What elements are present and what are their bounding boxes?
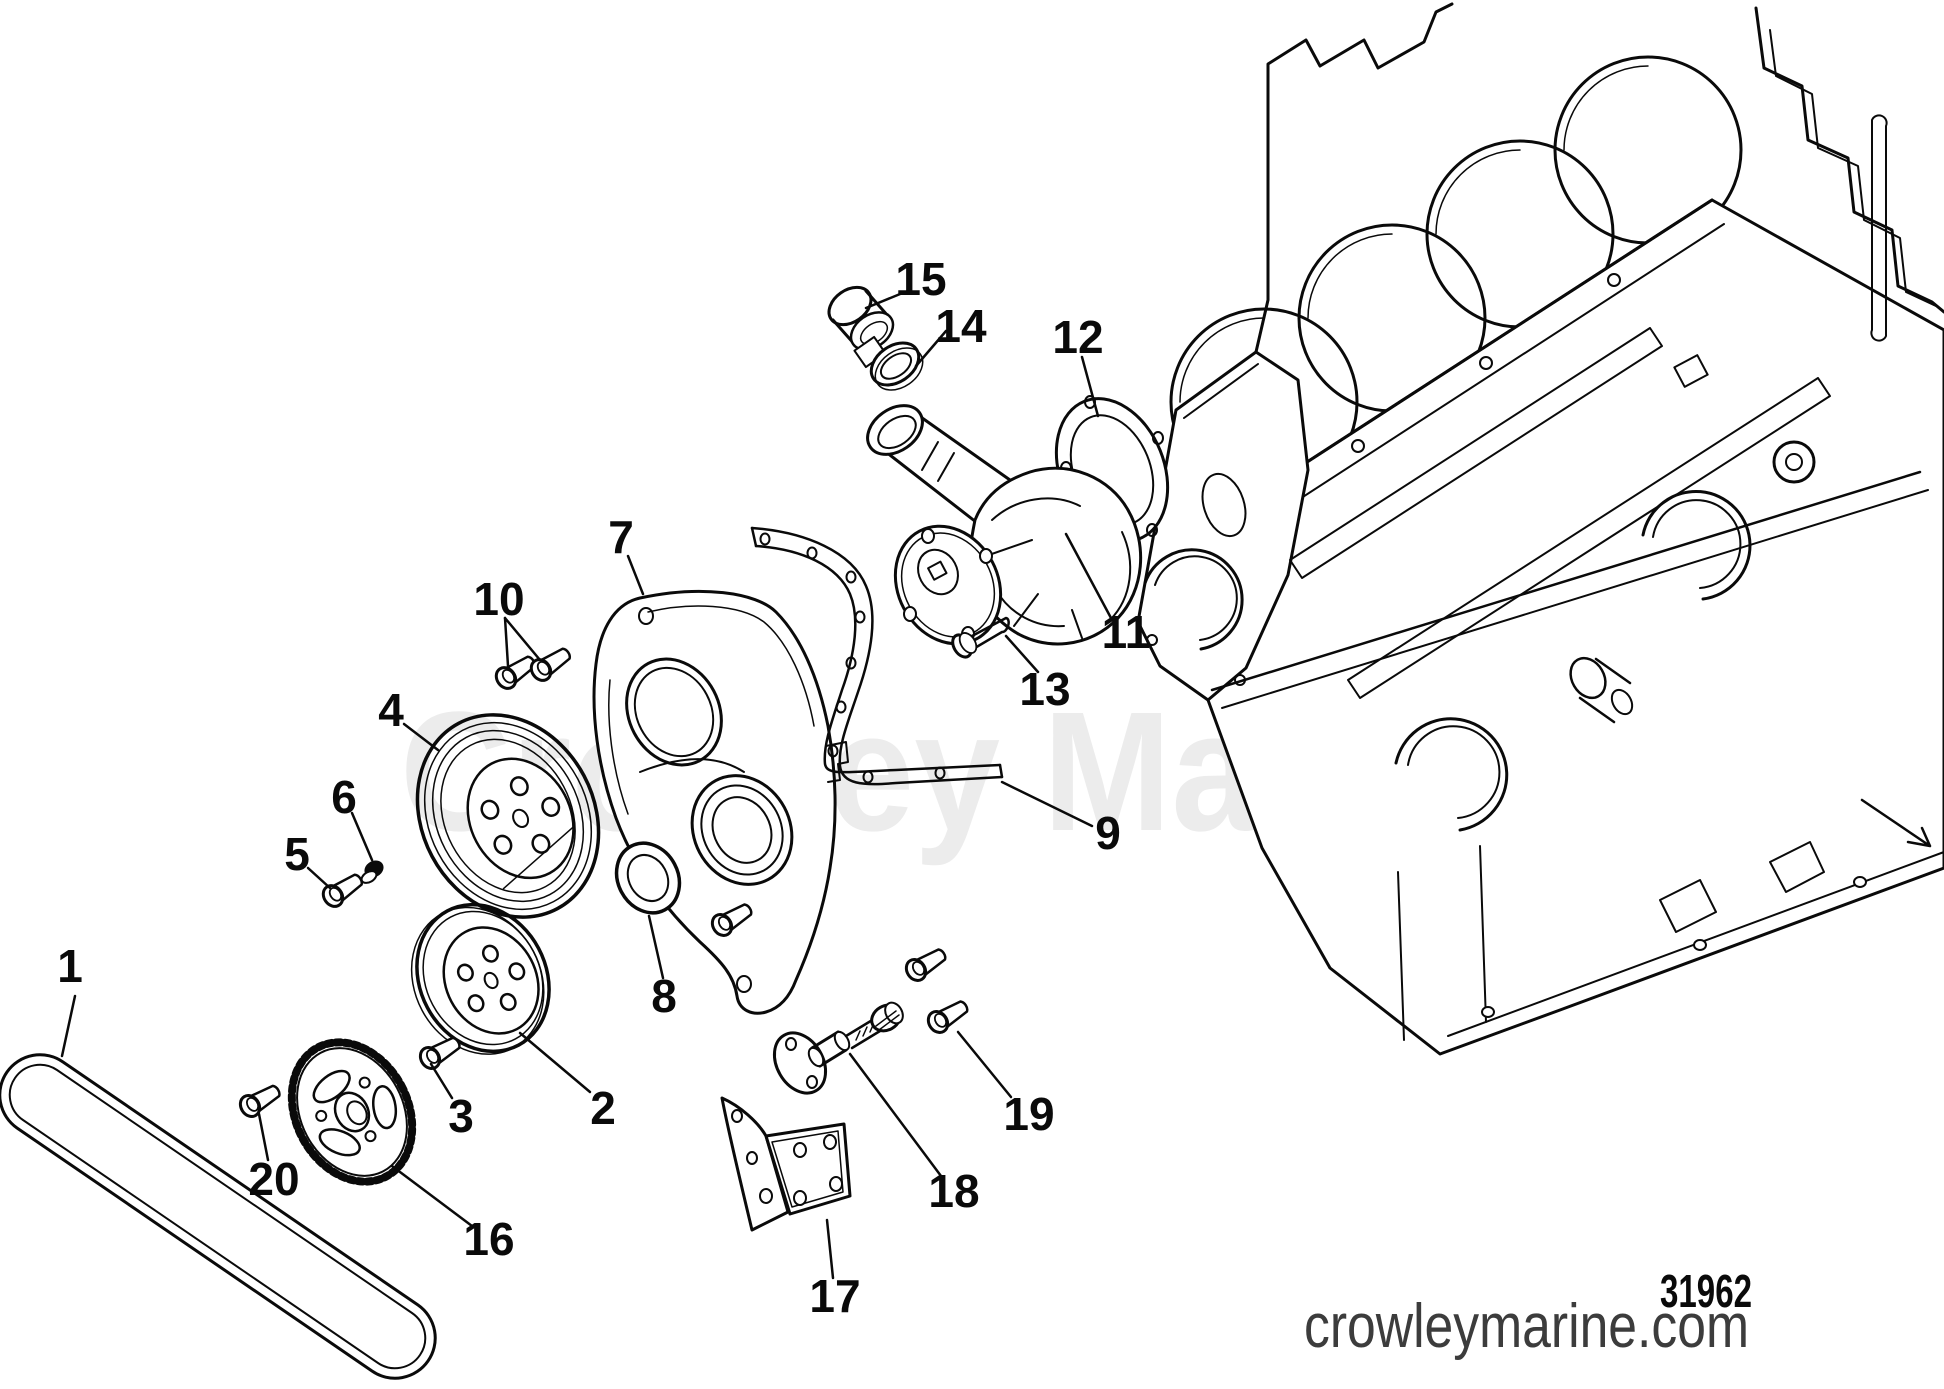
leader-line-16 (390, 1164, 474, 1228)
mounting-bracket (720, 1096, 852, 1232)
bolt-19a (900, 941, 951, 986)
callout-18[interactable]: 18 (928, 1165, 979, 1217)
callout-8[interactable]: 8 (651, 970, 677, 1022)
leader-line-17 (825, 1218, 835, 1280)
leader-line-7 (626, 554, 645, 596)
camshaft-sprocket (287, 1038, 417, 1186)
leader-line-8 (647, 914, 665, 980)
callout-19[interactable]: 19 (1003, 1088, 1054, 1140)
callout-9[interactable]: 9 (1095, 807, 1121, 859)
callout-4[interactable]: 4 (378, 684, 404, 736)
leader-line-12 (1080, 355, 1100, 418)
callout-12[interactable]: 12 (1052, 311, 1103, 363)
callout-14[interactable]: 14 (935, 300, 987, 352)
leader-line-5 (306, 866, 332, 890)
callout-10[interactable]: 10 (473, 573, 524, 625)
tensioner (772, 1001, 904, 1095)
hose-clamp (853, 335, 924, 391)
bolt-3 (415, 1029, 465, 1074)
water-pump-pulley (410, 902, 551, 1055)
leader-line-18 (848, 1052, 943, 1178)
leader-line-10 (503, 616, 510, 668)
leader-line-6 (350, 811, 374, 862)
callout-5[interactable]: 5 (284, 828, 310, 880)
drive-belt (0, 1053, 437, 1380)
leader-line-4 (402, 722, 440, 752)
callout-17[interactable]: 17 (809, 1270, 860, 1322)
leader-line-9 (1000, 780, 1094, 828)
front-seal (614, 841, 682, 915)
callout-7[interactable]: 7 (608, 511, 634, 563)
bolt-19b (922, 993, 973, 1038)
engine-block (1136, 2, 1944, 1056)
front-cover-gasket (750, 526, 1004, 786)
callout-13[interactable]: 13 (1019, 663, 1070, 715)
drawing-number: 31962 (1660, 1265, 1752, 1317)
water-pump (866, 404, 1143, 646)
leader-line-10 (503, 616, 542, 662)
leader-line-19 (956, 1030, 1013, 1099)
circulating-pump-pulley (415, 713, 601, 919)
callout-15[interactable]: 15 (895, 253, 946, 305)
leader-line-15 (864, 290, 907, 310)
leader-line-11 (1064, 532, 1113, 620)
pump-bolt-13 (951, 616, 1010, 659)
site-watermark: crowleymarine.com (1304, 1292, 1749, 1361)
bolt-5 (317, 866, 368, 912)
callout-1[interactable]: 1 (57, 940, 83, 992)
callout-6[interactable]: 6 (331, 771, 357, 823)
callout-16[interactable]: 16 (463, 1213, 514, 1265)
leader-line-1 (60, 994, 77, 1058)
leader-line-2 (518, 1031, 592, 1094)
nut-6 (360, 860, 384, 884)
callout-2[interactable]: 2 (590, 1082, 616, 1134)
callout-3[interactable]: 3 (448, 1090, 474, 1142)
callout-11[interactable]: 11 (1102, 606, 1151, 658)
leader-line-20 (257, 1112, 270, 1162)
leader-line-14 (914, 329, 948, 368)
leader-line-13 (1004, 634, 1040, 674)
callout-20[interactable]: 20 (248, 1153, 299, 1205)
leader-line-3 (429, 1062, 454, 1100)
timing-cover (592, 589, 849, 1015)
